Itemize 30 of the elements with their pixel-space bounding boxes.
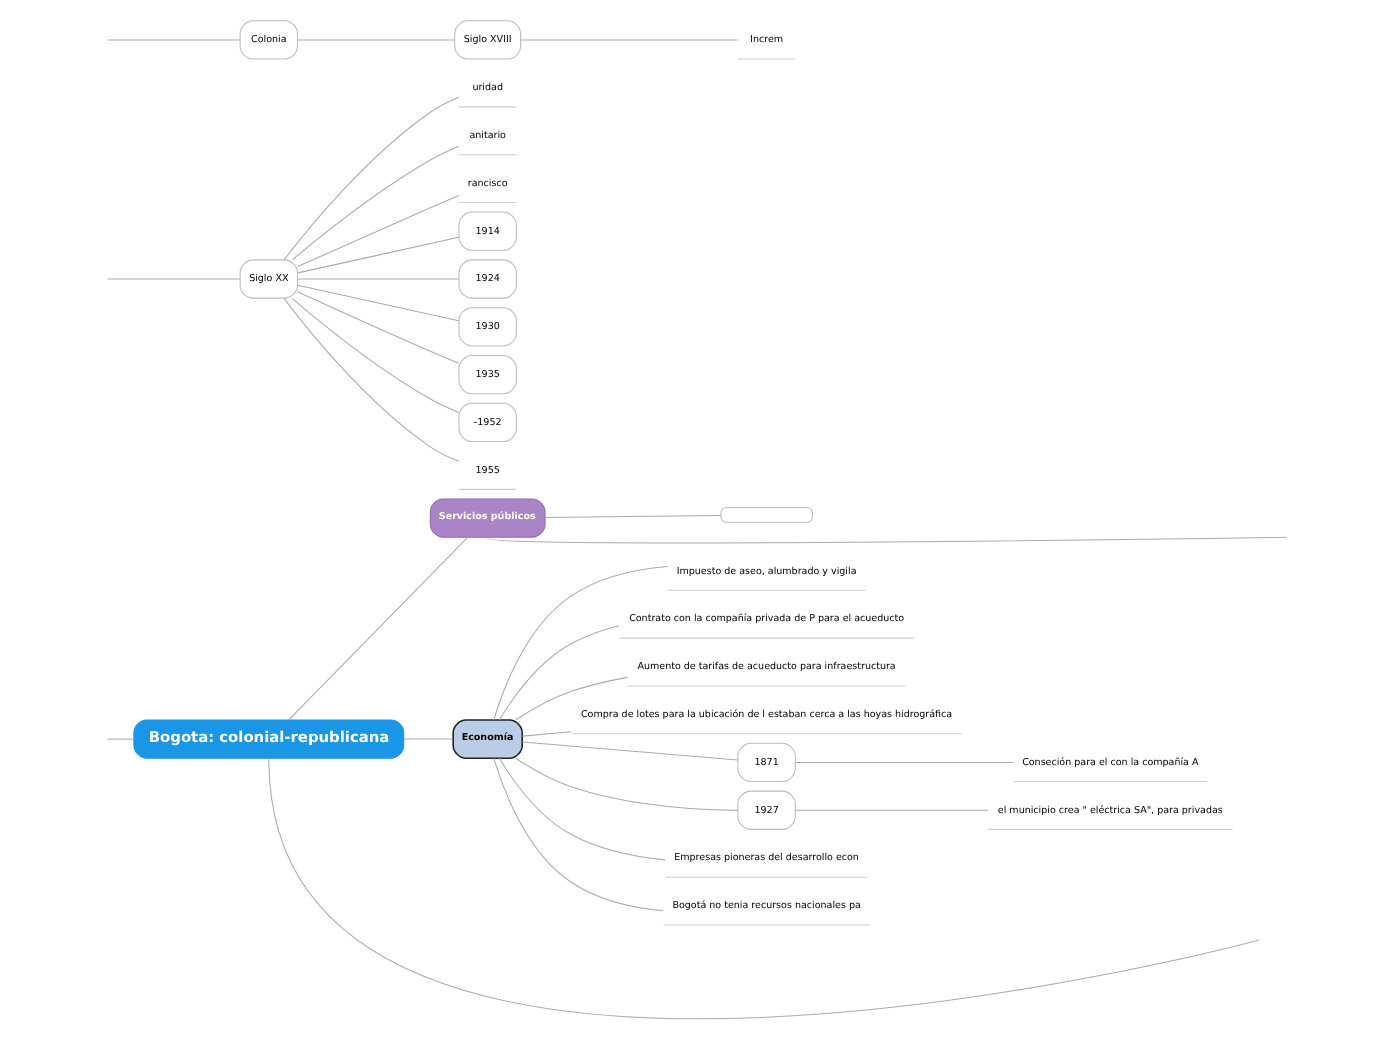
connector	[296, 284, 459, 322]
connector	[290, 297, 459, 413]
connector	[519, 39, 738, 41]
node-box	[719, 506, 812, 523]
connector	[486, 536, 1287, 544]
connector	[514, 676, 627, 721]
connector	[497, 625, 619, 721]
connector	[296, 278, 459, 280]
connector	[105, 738, 134, 740]
connector	[267, 758, 1259, 1018]
connector	[543, 514, 721, 518]
connector	[793, 809, 988, 811]
connector	[492, 757, 663, 912]
connector	[105, 39, 240, 41]
connector	[105, 278, 240, 280]
connector	[282, 96, 459, 261]
connector	[296, 236, 459, 274]
connector	[514, 757, 738, 811]
connector	[793, 761, 1014, 763]
connector	[520, 731, 571, 737]
connector	[402, 738, 453, 740]
connector	[296, 39, 455, 41]
connector	[291, 145, 459, 261]
connector	[520, 741, 738, 761]
connector	[296, 194, 459, 268]
connector	[282, 297, 459, 462]
connector	[296, 291, 459, 364]
connector	[287, 536, 468, 721]
connector	[497, 757, 665, 861]
connector	[492, 566, 668, 721]
